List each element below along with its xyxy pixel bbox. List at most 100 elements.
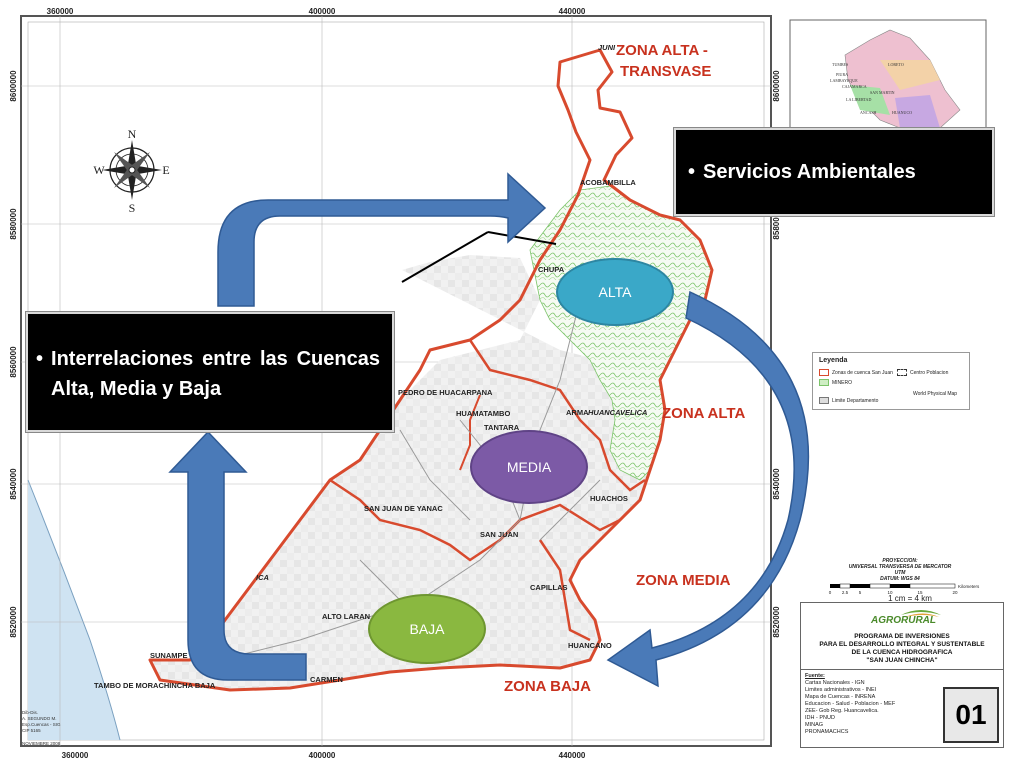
- arrow-alta-to-baja: [606, 290, 810, 688]
- compass-w: W: [93, 163, 105, 177]
- legend-item-zones: Zonas de cuenca San Juan: [832, 369, 893, 376]
- svg-text:CIP 5165: CIP 5165: [22, 728, 41, 733]
- place-alto-laran: ALTO LARAN: [322, 612, 370, 621]
- services-bullet: •: [688, 160, 696, 183]
- agrorural-logo-icon: [901, 610, 941, 617]
- sheet-number-box: 01: [943, 687, 999, 743]
- services-text: Servicios Ambientales: [703, 160, 916, 183]
- program-line-1: PROGRAMA DE INVERSIONES: [854, 633, 950, 640]
- place-acobambilla: ACOBAMBILLA: [580, 178, 636, 187]
- zone-line-alta: [468, 339, 646, 492]
- leader-line-1: [401, 231, 489, 283]
- ellipse-alta: ALTA: [556, 258, 674, 326]
- projection-block: PROYECCION: UNIVERSAL TRANSVERSA DE MERC…: [849, 558, 952, 582]
- legend-item-department: Limite Departamento: [832, 397, 879, 404]
- author-block: Dib-Dis. A. SEGUNDO M. Esp.Cuencas - SIG…: [22, 710, 61, 746]
- coord-y-1: 8600000: [9, 70, 18, 102]
- source-2: Limites administrativos - INEI: [805, 687, 877, 693]
- legend-panel: Leyenda Zonas de cuenca San Juan Centro …: [812, 352, 970, 410]
- scale-tick-0: 0: [829, 590, 832, 595]
- place-junin: JUNI: [598, 43, 616, 52]
- coord-x-1-top: 360000: [47, 7, 74, 16]
- coord-y-1-right: 8600000: [772, 70, 781, 102]
- agrorural-logo: AGRORURAL: [871, 607, 943, 629]
- scale-text: 1 cm = 4 km: [888, 594, 932, 603]
- inset-label-cajamarca: CAJAMARCA: [842, 84, 867, 89]
- inset-label-tumbes: TUMBES: [832, 62, 848, 67]
- source-4: Educacion - Salud - Poblacion - MEF: [805, 701, 896, 707]
- source-8: PRONAMACHCS: [805, 729, 849, 735]
- watershed-lower-basin: [150, 255, 660, 690]
- zone-line-media: [329, 478, 621, 562]
- interrelations-bullet: •: [36, 348, 44, 370]
- source-3: Mapa de Cuencas - INRENA: [805, 694, 876, 700]
- ellipse-media: MEDIA: [470, 430, 588, 504]
- scale-tick-3: 10: [887, 590, 893, 595]
- coord-y-2: 8580000: [9, 208, 18, 240]
- legend-title: Leyenda: [819, 357, 848, 364]
- place-tantara: TANTARA: [484, 423, 520, 432]
- place-huamatambo: HUAMATAMBO: [456, 409, 510, 418]
- ellipse-baja: BAJA: [368, 594, 486, 664]
- coord-y-2-right: 8580000: [772, 208, 781, 240]
- coord-x-3-bottom: 440000: [559, 751, 586, 760]
- services-callout: • Servicios Ambientales: [674, 128, 994, 216]
- place-carmen: CARMEN: [310, 675, 343, 684]
- source-1: Cartas Nacionales - IGN: [805, 680, 865, 686]
- legend-swatch-department: [819, 397, 829, 404]
- scale-tick-4: 15: [917, 590, 923, 595]
- svg-text:Dib-Dis.: Dib-Dis.: [22, 710, 38, 715]
- interrelations-text: Interrelaciones entre las Cuencas Alta, …: [51, 348, 380, 400]
- coord-y-5-right: 8520000: [772, 606, 781, 638]
- place-ica: ICA: [256, 573, 269, 582]
- source-title: Fuente:: [805, 673, 825, 679]
- svg-text:NOVIEMBRE 2008: NOVIEMBRE 2008: [22, 741, 61, 746]
- coord-x-2-bottom: 400000: [309, 751, 336, 760]
- source-6: IDH - PNUD: [805, 715, 835, 721]
- program-line-4: "SAN JUAN CHINCHA": [866, 657, 938, 664]
- compass-s: S: [129, 201, 136, 215]
- ellipse-alta-label: ALTA: [598, 284, 632, 300]
- inset-label-san-martin: SAN MARTIN: [870, 90, 895, 95]
- legend-swatch-zones: [819, 369, 829, 376]
- inset-label-ancash: ANCASH: [860, 110, 877, 115]
- inset-label-piura: PIURA: [836, 72, 848, 77]
- watershed-boundary: [148, 48, 714, 692]
- svg-text:A. SEGUNDO M.: A. SEGUNDO M.: [22, 716, 57, 721]
- sea-area: [28, 480, 120, 740]
- coord-x-3-top: 440000: [559, 7, 586, 16]
- scale-tick-1: 2.5: [842, 590, 849, 595]
- sheet-number: 01: [955, 699, 987, 730]
- scale-bar: [830, 583, 956, 589]
- zone-line-baja: [538, 539, 591, 642]
- place-chupa: CHUPA: [538, 265, 565, 274]
- scale-unit: Kilometers: [958, 584, 980, 589]
- zone-label-alta-transvase-2: TRANSVASE: [620, 63, 711, 80]
- leader-line-2: [487, 231, 557, 245]
- place-huancano: HUANCANO: [568, 641, 612, 650]
- place-huachos: HUACHOS: [590, 494, 628, 503]
- coord-y-4: 8540000: [9, 468, 18, 500]
- agrorural-logo-text: AGRORURAL: [871, 615, 936, 626]
- svg-text:UTM: UTM: [895, 570, 907, 576]
- scale-tick-2: 5: [859, 590, 862, 595]
- place-sunampe: SUNAMPE: [150, 651, 188, 660]
- compass-n: N: [128, 127, 137, 141]
- zone-label-alta-transvase-1: ZONA ALTA -: [616, 42, 708, 59]
- zone-label-alta: ZONA ALTA: [662, 405, 745, 422]
- place-san-juan: SAN JUAN: [480, 530, 518, 539]
- place-capillas: CAPILLAS: [530, 583, 568, 592]
- svg-text:PROYECCION:: PROYECCION:: [882, 558, 918, 564]
- source-7: MINAG: [805, 722, 824, 728]
- legend-item-population: Centro Poblacion: [910, 369, 949, 376]
- compass-rose: [102, 140, 162, 200]
- svg-text:Esp.Cuencas - SIG: Esp.Cuencas - SIG: [22, 722, 61, 727]
- zone-label-baja: ZONA BAJA: [504, 678, 591, 695]
- arrow-to-alta: [217, 172, 547, 307]
- compass-e: E: [162, 163, 169, 177]
- source-5: ZEE- Gob Reg. Huancavelica.: [805, 708, 879, 714]
- inset-label-la-libertad: LA LIBERTAD: [846, 97, 871, 102]
- program-line-3: DE LA CUENCA HIDROGRAFICA: [851, 649, 953, 656]
- legend-swatch-minero: [819, 379, 829, 386]
- legend-swatch-population: [897, 369, 907, 376]
